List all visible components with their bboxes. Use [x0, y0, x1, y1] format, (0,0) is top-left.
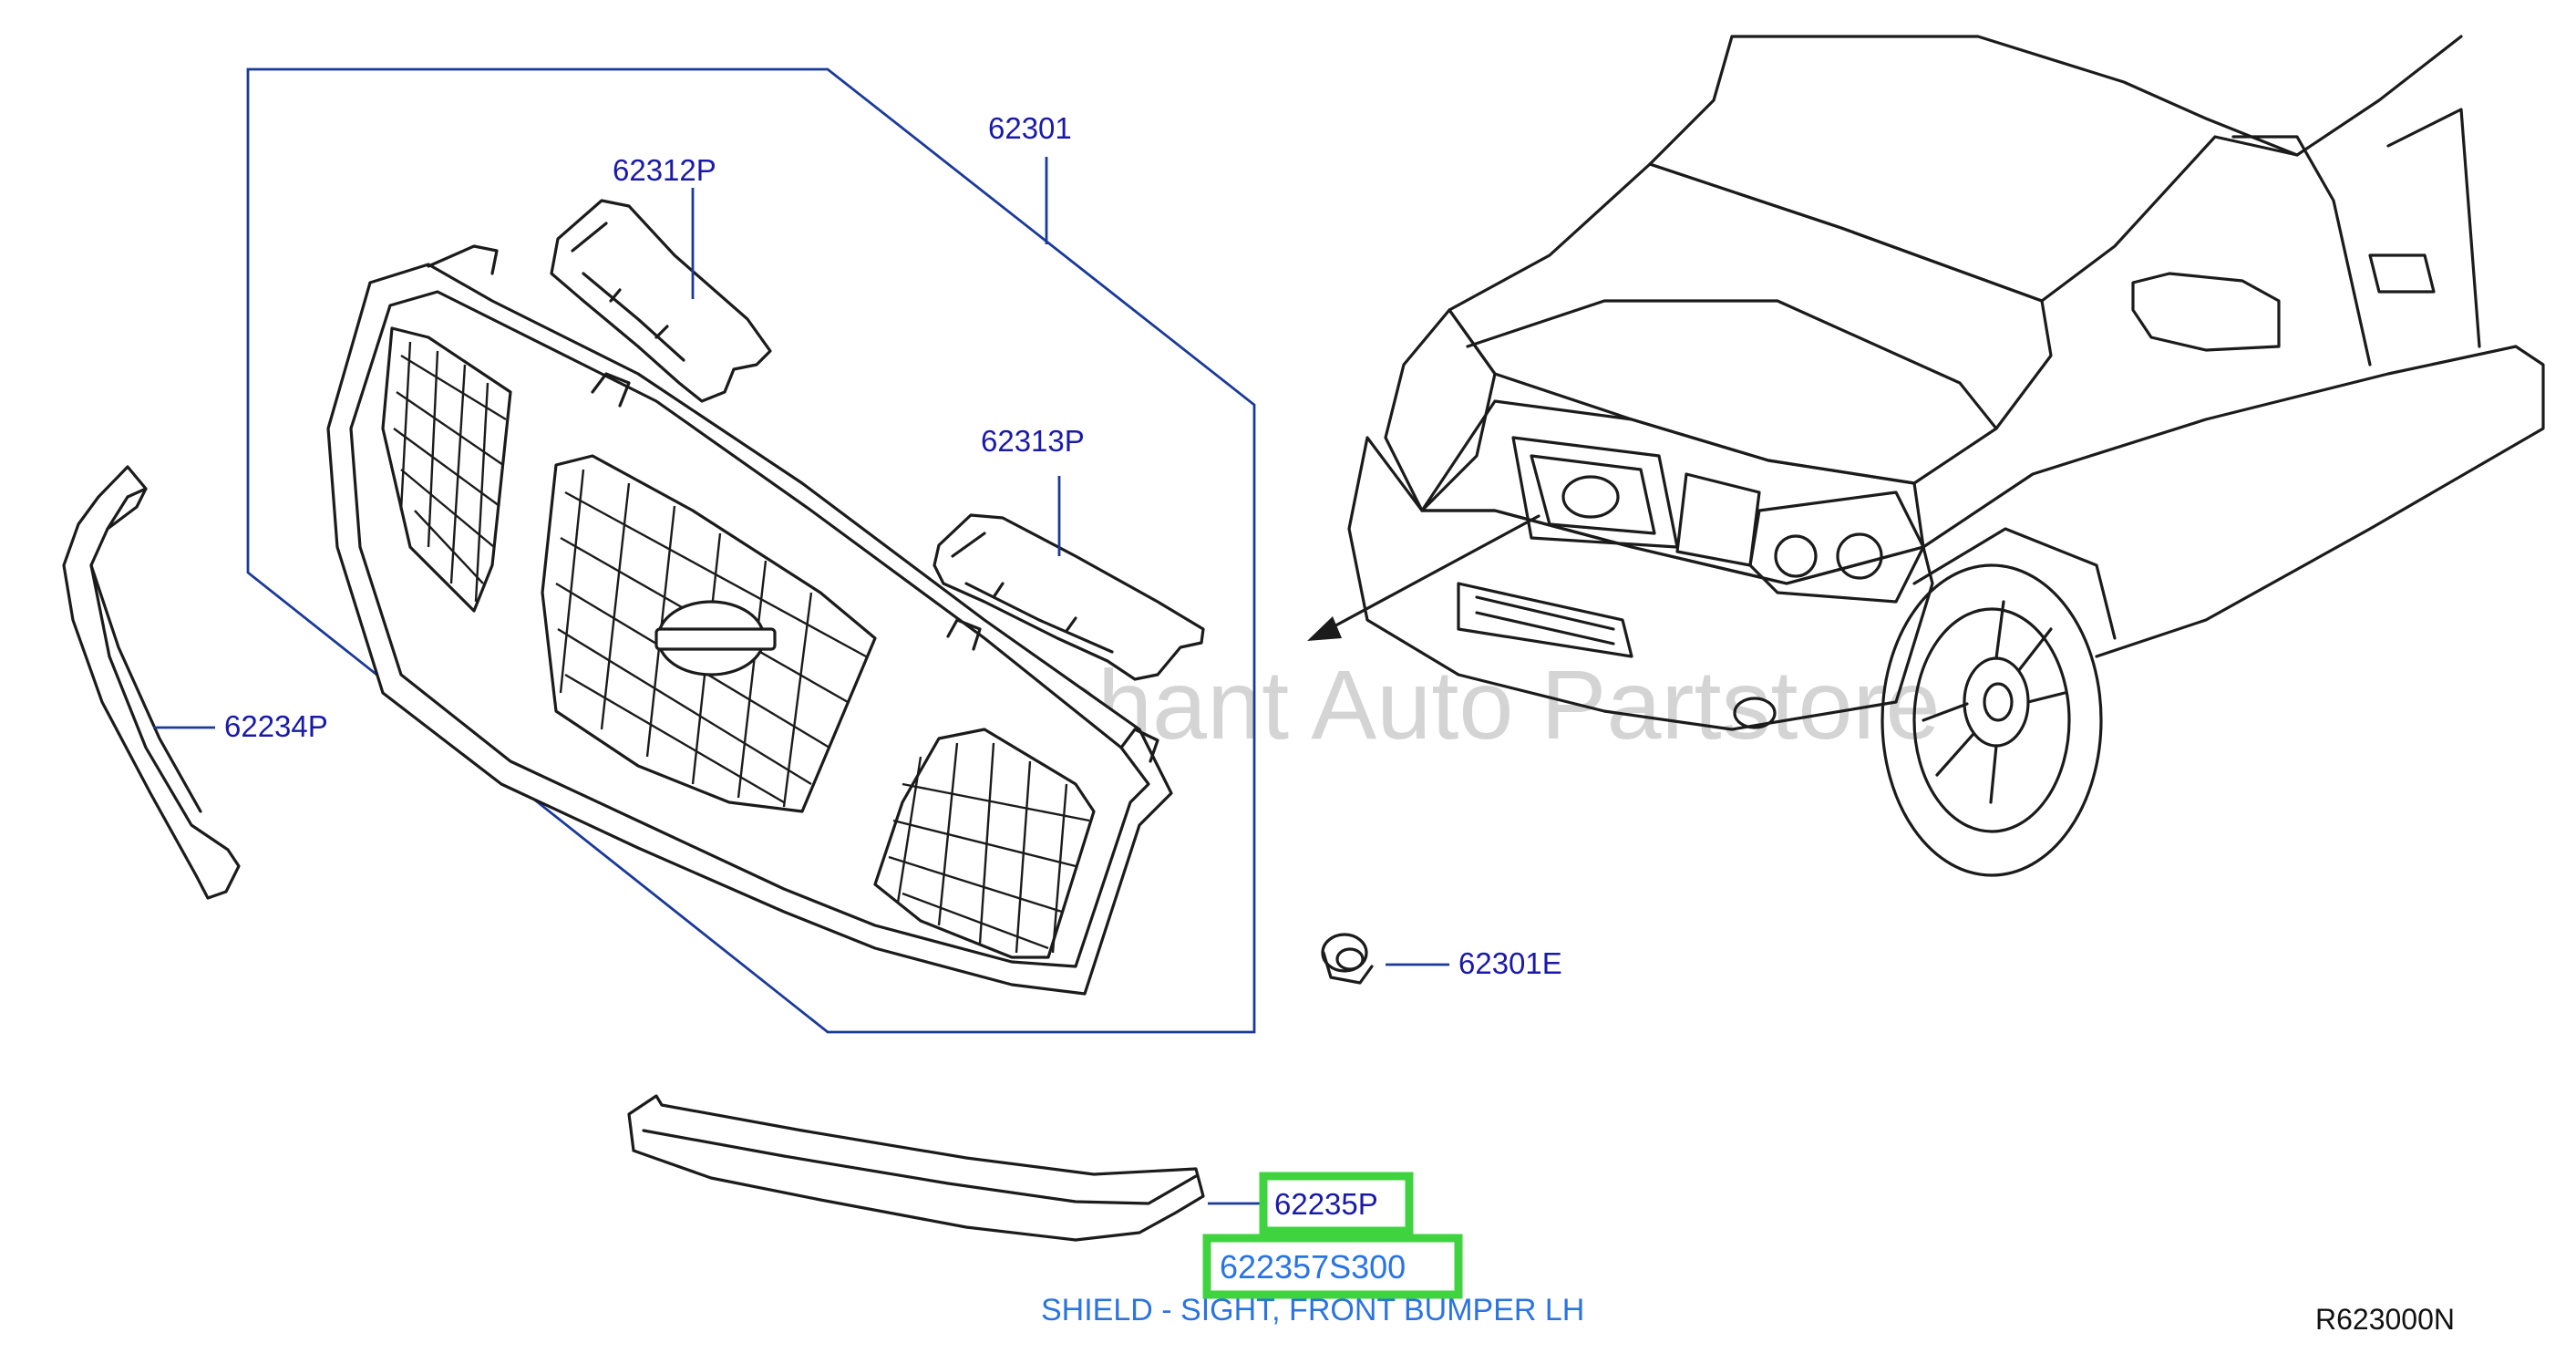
truck-drawing — [1347, 35, 2545, 877]
grille-assembly-outline — [246, 67, 1256, 1034]
drawing-number: R623000N — [2315, 1303, 2455, 1336]
right-insert-drawing[interactable] — [933, 513, 1205, 681]
arrow-icon — [1307, 514, 1540, 641]
grille-drawing[interactable] — [326, 244, 1173, 996]
lower-shield-drawing[interactable] — [627, 1094, 1205, 1242]
upper-insert-drawing[interactable] — [550, 199, 772, 403]
side-molding-drawing[interactable] — [62, 465, 241, 900]
right-mesh — [888, 742, 1090, 954]
part-number-label[interactable]: 622357S300 — [1220, 1248, 1406, 1286]
callout-side-molding[interactable]: 62234P — [224, 709, 328, 743]
callout-clip[interactable]: 62301E — [1458, 946, 1562, 980]
clip-drawing[interactable] — [1321, 933, 1374, 985]
highlight-box-part-number — [1202, 1234, 1463, 1299]
highlight-box-62235p — [1259, 1172, 1414, 1235]
left-mesh — [393, 341, 507, 603]
callout-upper-insert[interactable]: 62312P — [613, 153, 716, 187]
callout-right-insert[interactable]: 62313P — [981, 424, 1085, 458]
callout-lower-shield[interactable]: 62235P — [1274, 1187, 1378, 1221]
part-description: SHIELD - SIGHT, FRONT BUMPER LH — [1041, 1293, 1584, 1327]
callout-grille-assembly[interactable]: 62301 — [988, 111, 1072, 145]
